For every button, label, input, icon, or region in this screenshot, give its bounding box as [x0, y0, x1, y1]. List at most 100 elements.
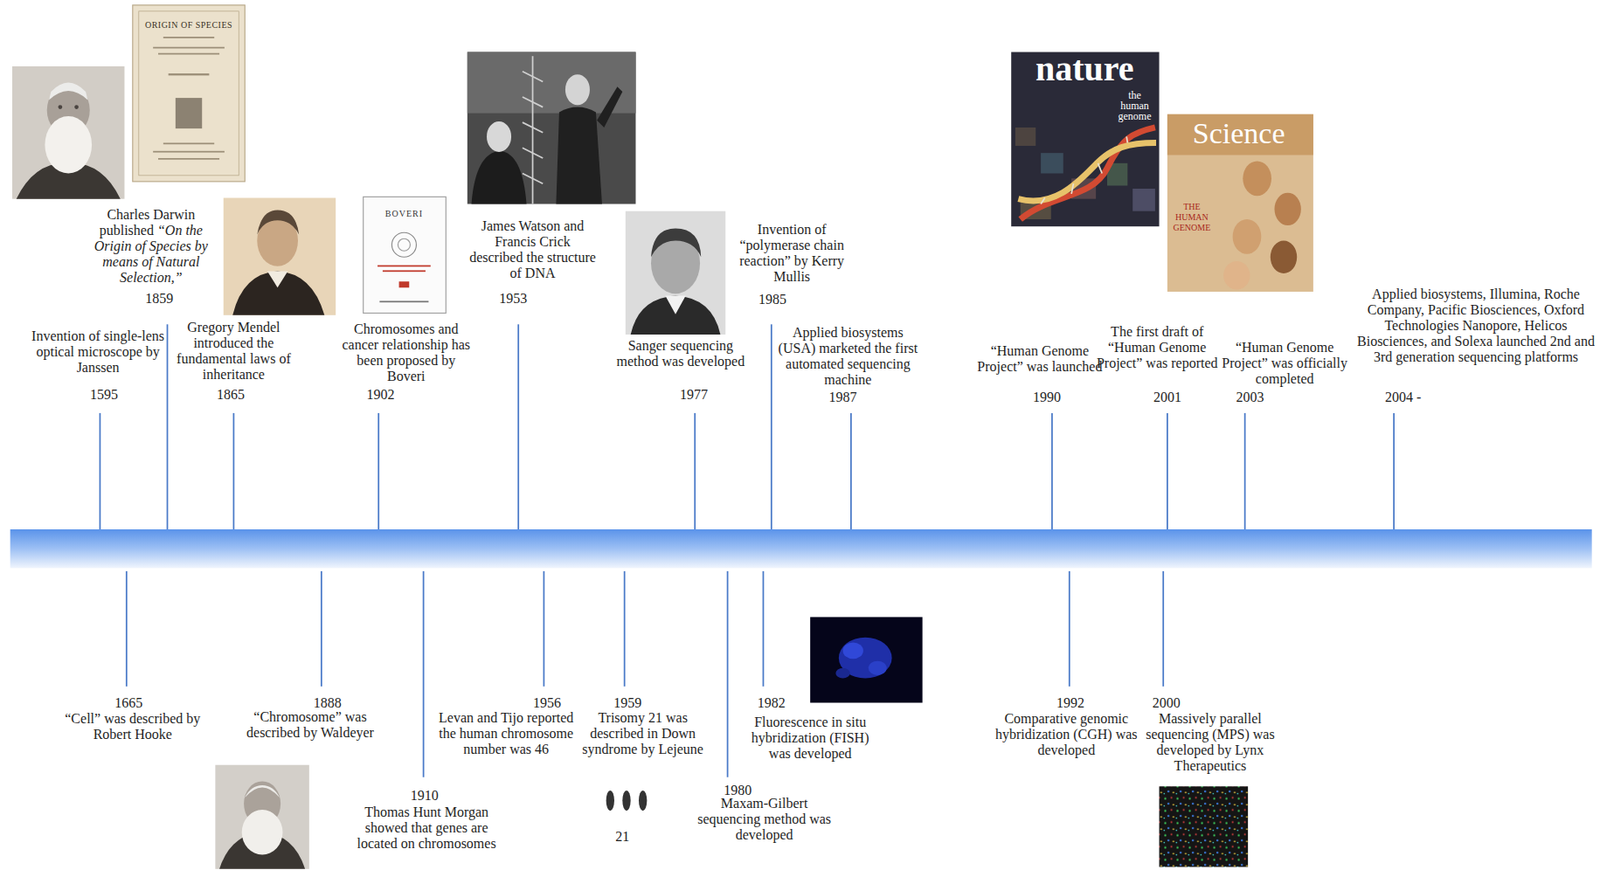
nature-cover	[1040, 198, 1046, 205]
year-label: 1956	[533, 695, 562, 711]
tick-line	[1051, 413, 1053, 530]
chromosome-number: 21	[615, 829, 630, 845]
tick-line	[99, 413, 102, 530]
waldeyer-portrait	[244, 785, 280, 798]
book-cover	[138, 11, 239, 176]
year-label-group: 1859	[145, 290, 174, 307]
tick-line	[1244, 413, 1247, 530]
book-cover	[158, 53, 220, 56]
book-cover	[163, 36, 215, 39]
event-text: Invention of “polymerase chain reaction”…	[739, 221, 845, 284]
nature-cover	[1071, 183, 1074, 194]
event-text: “Cell” was described by Robert Hooke	[64, 711, 201, 742]
darwin-portrait	[44, 116, 92, 174]
cover-text: ORIGIN OF SPECIES	[145, 20, 233, 30]
darwin-portrait	[74, 104, 79, 110]
year-label: 1859	[145, 290, 174, 306]
event-text-group: Comparative genomic hybridization (CGH) …	[994, 711, 1139, 759]
fish-image	[810, 616, 922, 703]
science-cover	[1167, 114, 1314, 292]
book-cover	[132, 5, 245, 182]
year-label: 2003	[1235, 389, 1264, 405]
year-label: 1985	[758, 291, 787, 307]
book-cover	[363, 196, 447, 313]
event-text-group: “Human Genome Project” was launched	[976, 343, 1102, 375]
year-label: 1977	[679, 387, 708, 402]
watson-crick-photo	[565, 74, 590, 105]
event-text-group: Levan and Tijo reported the human chromo…	[436, 710, 576, 758]
year-label: 1987	[829, 389, 858, 405]
year-label-group: 1956	[533, 695, 562, 712]
tick-line	[166, 324, 169, 530]
nature-cover	[1132, 188, 1156, 212]
event-text-group: The first draft of “Human Genome Project…	[1091, 324, 1224, 372]
year-label-group: 1985	[758, 291, 787, 308]
mendel-portrait	[223, 198, 336, 316]
darwin-portrait	[12, 66, 125, 200]
science-cover	[1270, 241, 1297, 274]
event-text-group: Thomas Hunt Morgan showed that genes are…	[354, 804, 499, 852]
year-label: 1959	[613, 695, 642, 711]
mps-image	[1159, 786, 1249, 867]
book-cover	[152, 151, 225, 153]
tick-line	[693, 413, 696, 530]
year-label: 1953	[498, 290, 527, 306]
science-cover	[1232, 219, 1262, 255]
timeline-band	[10, 529, 1593, 568]
event-text-group: Applied biosystems, Illumina, Roche Comp…	[1357, 286, 1595, 366]
year-label: 1902	[367, 387, 395, 402]
fish-image	[843, 643, 864, 660]
year-label-group: 1910	[410, 788, 439, 804]
watson-crick-photo	[486, 121, 512, 153]
year-label: 1865	[216, 387, 245, 402]
event-text-group: “Chromosome” was described by Waldeyer	[236, 709, 384, 742]
year-label-group: 2000	[1152, 695, 1181, 712]
book-cover	[397, 238, 410, 251]
year-label-group: 1990	[1032, 389, 1061, 406]
chromosome-image	[606, 790, 648, 811]
tick-line	[377, 413, 380, 530]
book-cover	[363, 196, 447, 313]
year-label-group: 1888	[313, 695, 342, 712]
event-text: “Human Genome Project” was officially co…	[1221, 339, 1348, 387]
science-cover	[1242, 160, 1272, 196]
event-text-group: James Watson and Francis Crick described…	[466, 218, 599, 282]
cover-title-group: Science	[1192, 117, 1286, 150]
watson-crick-photo	[522, 71, 543, 83]
watson-crick-photo	[522, 122, 543, 133]
cover-text-group: the human genome	[1113, 90, 1157, 122]
event-text: “Chromosome” was described by Waldeyer	[246, 709, 375, 741]
event-text-group: Applied biosystems (USA) marketed the fi…	[776, 325, 920, 388]
event-text-group: Trisomy 21 was described in Down syndrom…	[575, 710, 710, 758]
year-label: 2000	[1152, 695, 1181, 711]
science-cover	[1167, 114, 1314, 156]
watson-crick-photo	[522, 147, 543, 159]
tick-line	[320, 571, 323, 687]
event-text-group: Invention of “polymerase chain reaction”…	[726, 221, 859, 285]
darwin-portrait	[12, 66, 125, 200]
tick-line	[543, 571, 546, 687]
sanger-portrait	[625, 211, 726, 335]
waldeyer-portrait	[214, 765, 309, 870]
book-cover	[399, 281, 410, 288]
book-cover	[132, 5, 245, 182]
book-cover	[391, 232, 416, 257]
year-label-group: 1665	[114, 695, 143, 712]
year-label-group: 1953	[498, 290, 527, 307]
tick-line	[770, 324, 773, 530]
tick-line	[623, 571, 626, 687]
year-label-group: 1992	[1056, 695, 1085, 712]
nature-cover	[1040, 152, 1064, 174]
event-text: Fluorescence in situ hybridization (FISH…	[751, 714, 870, 762]
event-text: Gregory Mendel introduced the fundamenta…	[176, 319, 291, 382]
tick-line	[1068, 571, 1071, 687]
science-cover	[1274, 193, 1301, 226]
tick-line	[1162, 571, 1164, 687]
cover-title: nature	[1035, 48, 1135, 89]
fish-image	[868, 661, 887, 676]
mendel-portrait	[256, 210, 299, 236]
year-label: 2001	[1153, 389, 1182, 405]
nature-cover	[1097, 163, 1102, 174]
mps-image	[1159, 786, 1249, 867]
